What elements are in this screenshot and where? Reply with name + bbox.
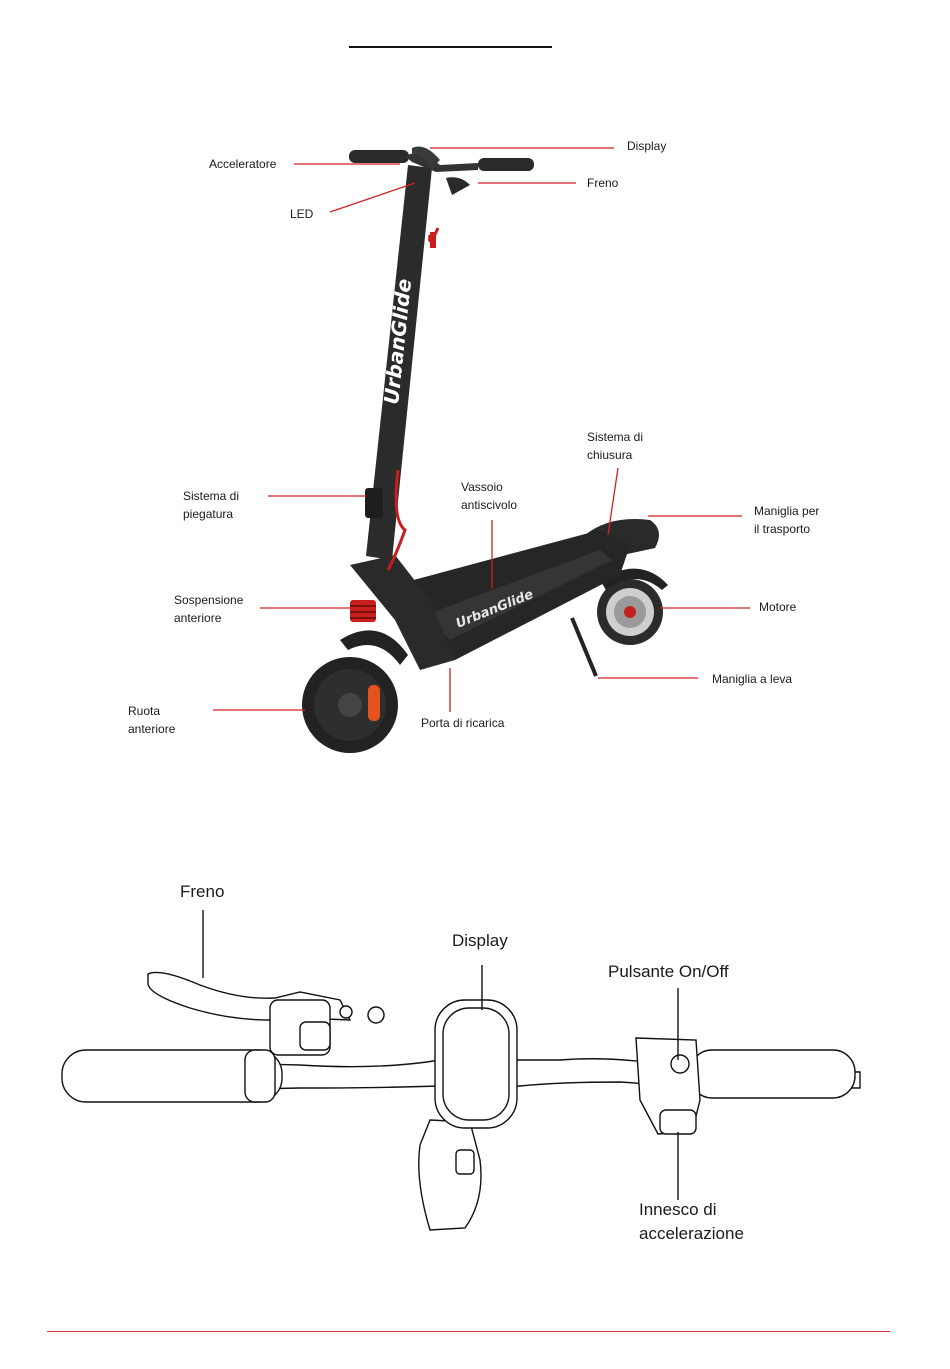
label-throttle-trigger: Innesco di accelerazione [639,1198,744,1246]
front-wheel-icon [302,657,398,753]
label-anti-slip-tray: Vassoio antiscivolo [461,478,517,514]
power-button-icon [671,1055,689,1073]
label-motor: Motore [759,598,796,616]
label-power-button: Pulsante On/Off [608,960,729,984]
footer-rule [47,1331,890,1332]
throttle-trigger-icon [660,1110,696,1134]
handlebar-illustration [0,860,950,1260]
label-display: Display [627,137,666,155]
stem-column-icon [419,1120,481,1230]
label-front-suspension: Sospensione anteriore [174,591,243,627]
label-locking-system: Sistema di chiusura [587,428,643,464]
label-charging-port: Porta di ricarica [421,714,504,732]
label-throttle: Acceleratore [209,155,276,173]
label-front-wheel: Ruota anteriore [128,702,175,738]
right-grip-icon [690,1050,855,1098]
label-folding-system: Sistema di piegatura [183,487,239,523]
suspension-icon [350,600,376,622]
handlebar-icon [349,147,534,196]
kickstand-icon [572,618,596,676]
scooter-illustration: UrbanGlide UrbanGlide [0,0,950,800]
label-handlebar-brake: Freno [180,880,224,904]
label-carry-handle: Maniglia per il trasporto [754,502,819,538]
label-kickstand: Maniglia a leva [712,670,792,688]
label-led: LED [290,205,313,223]
label-brake: Freno [587,174,618,192]
folding-latch-icon [365,488,383,518]
label-handlebar-display: Display [452,929,508,953]
